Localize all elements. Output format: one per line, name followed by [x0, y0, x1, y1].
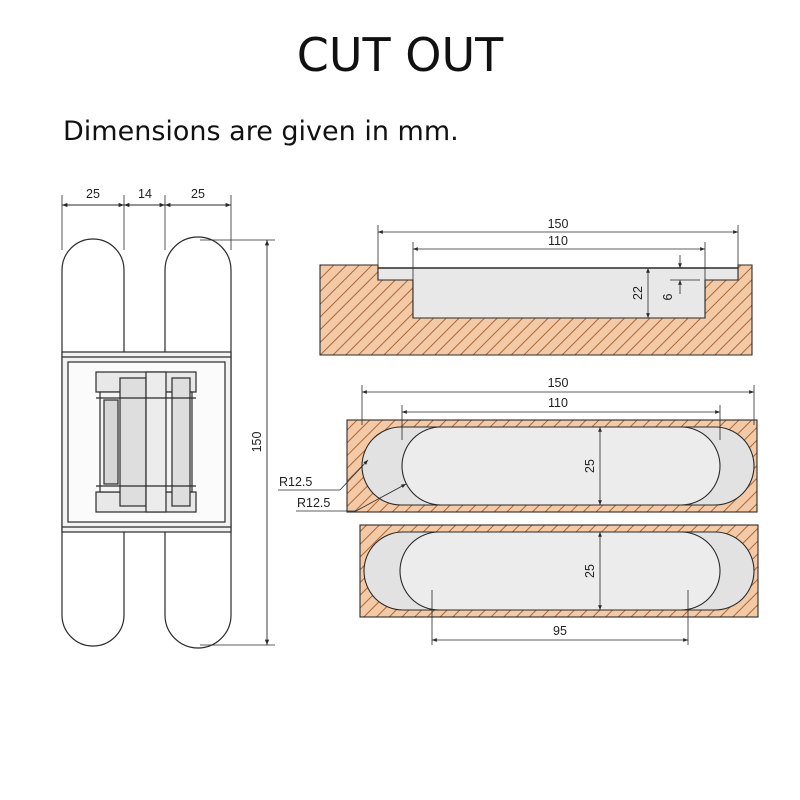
dim-slot-outer-length: 150: [548, 376, 569, 390]
dim-screw-spacing: 95: [553, 624, 567, 638]
dim-bottom-slot-width: 25: [583, 564, 597, 578]
dim-slot-inner-length: 110: [548, 396, 568, 410]
dim-outer-radius: R12.5: [279, 475, 312, 489]
dim-step-depth: 6: [661, 293, 675, 300]
page-title: CUT OUT: [296, 28, 504, 82]
dim-gap-width: 14: [138, 187, 152, 201]
bottom-slot-view: [359, 524, 759, 645]
dim-hinge-height: 150: [250, 432, 264, 453]
section-view: [319, 225, 753, 356]
dim-leaf-width-right: 25: [191, 187, 205, 201]
dim-inner-radius: R12.5: [297, 496, 330, 510]
hinge-front-view: [61, 195, 275, 649]
top-slot-view: [278, 385, 758, 513]
dim-total-depth: 22: [631, 286, 645, 300]
hinge-profile: [377, 267, 739, 319]
inner-slot-cut-bottom: [399, 531, 721, 611]
inner-slot-cut: [401, 426, 721, 506]
dim-section-outer-length: 150: [548, 217, 569, 231]
dim-leaf-width-left: 25: [86, 187, 100, 201]
hinge-mechanism: [95, 371, 197, 513]
dim-slot-width: 25: [583, 459, 597, 473]
units-note: Dimensions are given in mm.: [63, 116, 459, 147]
dim-section-inner-length: 110: [548, 234, 568, 248]
